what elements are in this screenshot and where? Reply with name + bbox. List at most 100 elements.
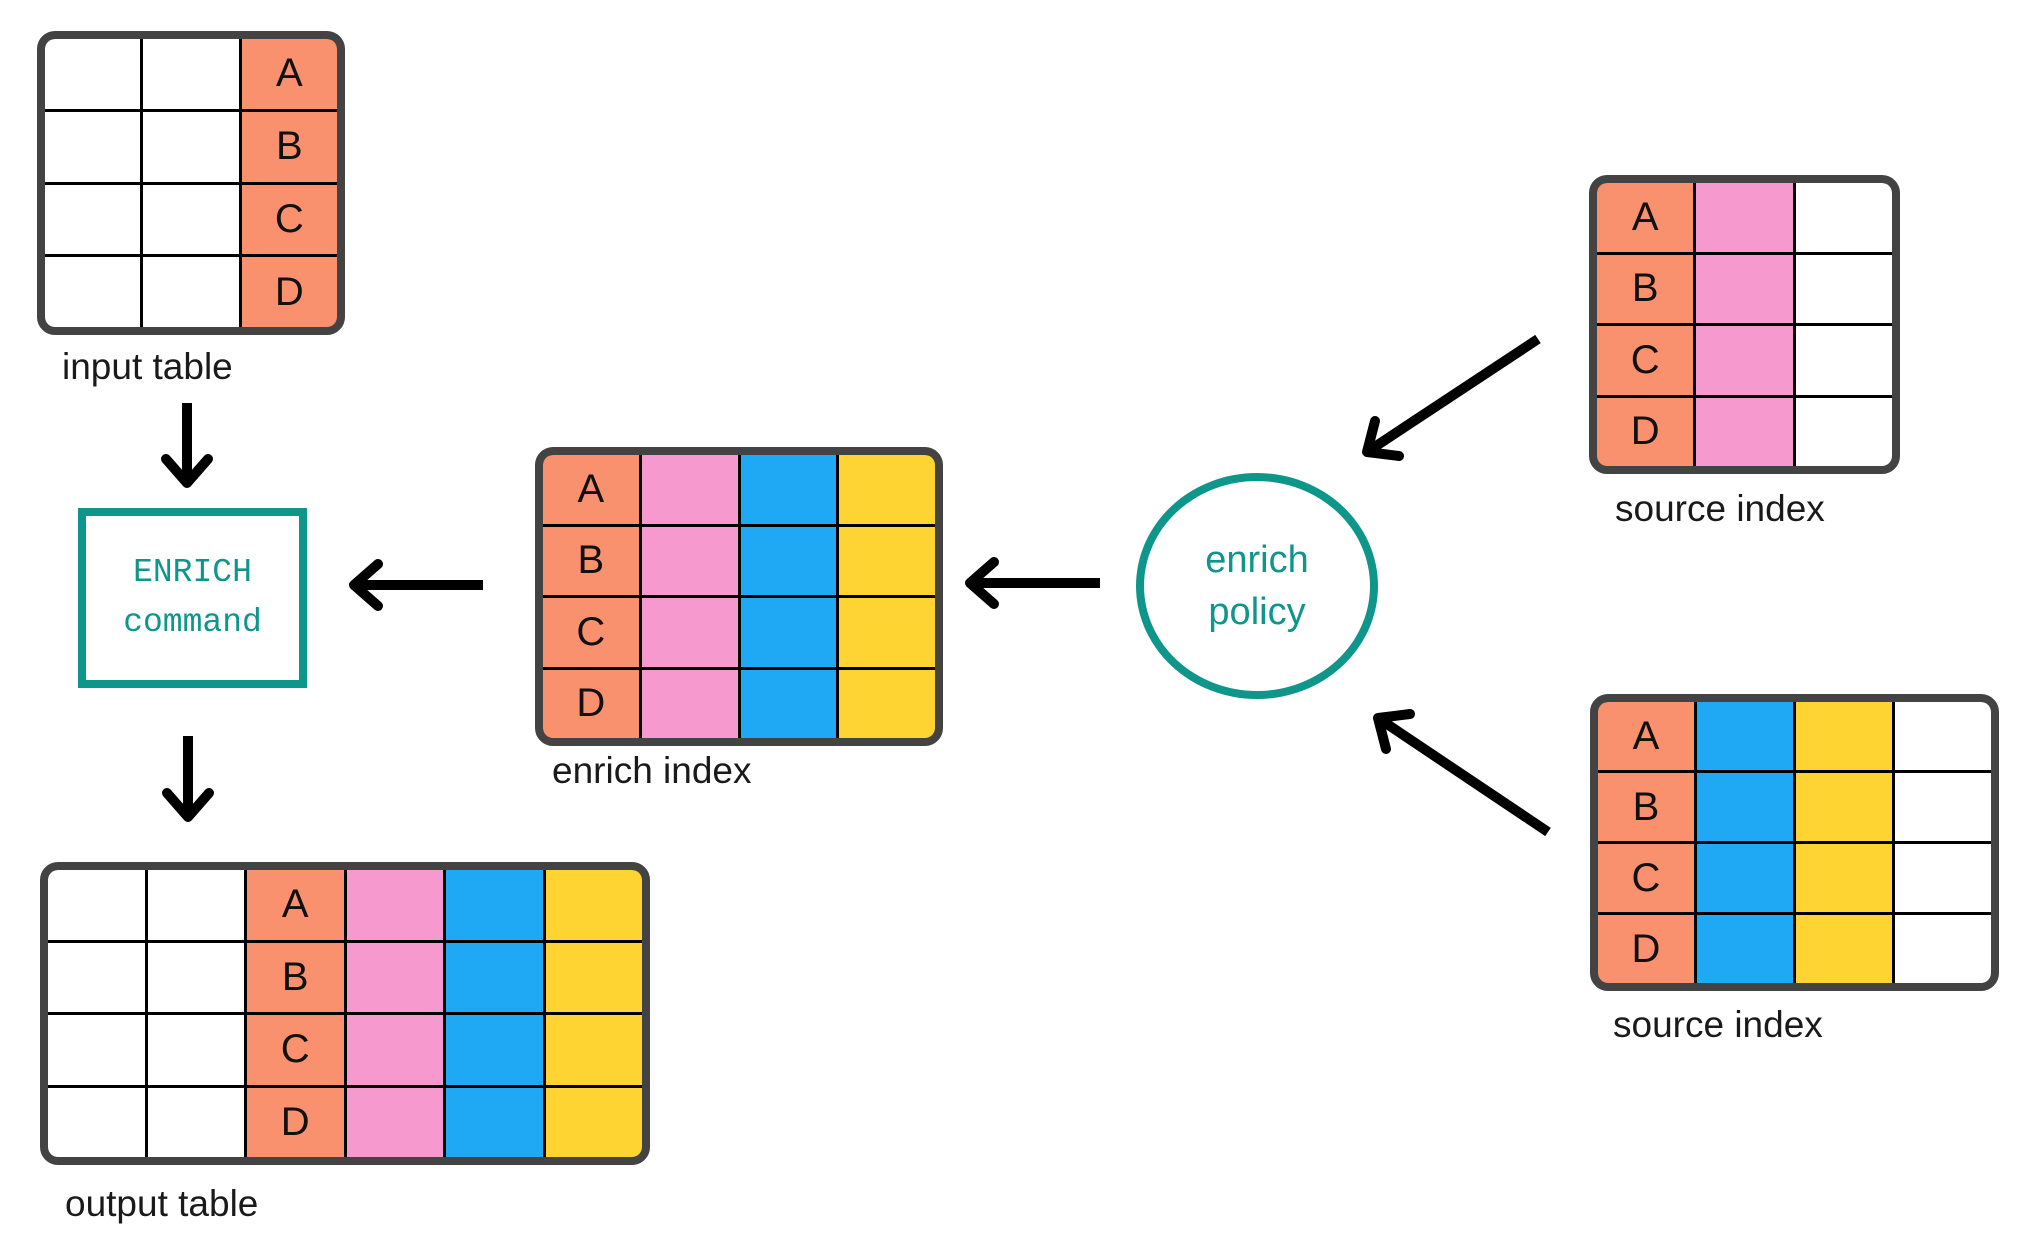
key-cell: A (241, 39, 337, 109)
source-index-top-table: A B C D (1589, 175, 1900, 474)
table-cell (45, 257, 141, 327)
table-cell (1796, 702, 1892, 770)
table-cell (1796, 915, 1892, 983)
output-table: A B C D (40, 862, 650, 1165)
table-cell (147, 1087, 244, 1157)
table-cell (641, 669, 738, 738)
table-cell (641, 526, 738, 595)
table-cell (45, 39, 141, 109)
enrich-index-label: enrich index (552, 750, 752, 791)
arrow-input-to-command (161, 403, 213, 488)
key-cell: D (1597, 397, 1694, 466)
enrich-command-label-line2: command (123, 604, 262, 641)
table-cell (48, 1015, 145, 1085)
key-cell: C (1597, 326, 1694, 395)
enrich-index-table: A B C D (535, 447, 943, 746)
table-cell (641, 455, 738, 524)
table-cell (45, 184, 141, 255)
table-cell (1796, 844, 1892, 912)
key-cell: D (1598, 915, 1694, 983)
arrow-command-to-output (162, 736, 214, 822)
key-cell: C (1598, 844, 1694, 912)
source-index-bottom-table: A B C D (1590, 694, 1999, 991)
table-cell (446, 1015, 543, 1085)
table-cell (1795, 183, 1892, 252)
table-cell (1795, 397, 1892, 466)
key-cell: B (1598, 773, 1694, 841)
table-cell (346, 870, 443, 940)
table-cell (1697, 773, 1793, 841)
table-cell (1795, 326, 1892, 395)
table-cell (48, 870, 145, 940)
key-cell: B (241, 111, 337, 182)
table-cell (839, 455, 935, 524)
source-index-bottom-label: source index (1613, 1004, 1823, 1045)
enrich-command-label-line1: ENRICH (133, 554, 252, 591)
table-cell (1795, 254, 1892, 323)
table-cell (1895, 915, 1991, 983)
table-cell (839, 669, 935, 738)
table-cell (1696, 254, 1793, 323)
input-table: A B C D (37, 31, 345, 335)
table-cell (446, 870, 543, 940)
table-cell (48, 942, 145, 1012)
table-cell (740, 669, 837, 738)
table-cell (545, 1087, 642, 1157)
key-cell: C (247, 1015, 344, 1085)
key-cell: B (247, 942, 344, 1012)
key-cell: D (247, 1087, 344, 1157)
key-cell: A (543, 455, 639, 524)
table-cell (1697, 702, 1793, 770)
enrich-policy-label-line1: enrich (1205, 539, 1309, 581)
enrich-policy-node: enrich policy (1136, 473, 1378, 699)
table-cell (839, 598, 935, 667)
key-cell: C (241, 184, 337, 255)
table-cell (1895, 773, 1991, 841)
table-cell (740, 598, 837, 667)
table-cell (545, 1015, 642, 1085)
key-cell: A (247, 870, 344, 940)
table-cell (147, 1015, 244, 1085)
arrow-policy-to-enrich-index (965, 557, 1100, 609)
input-table-label: input table (62, 346, 233, 387)
table-cell (446, 1087, 543, 1157)
table-cell (446, 942, 543, 1012)
table-cell (48, 1087, 145, 1157)
key-cell: A (1597, 183, 1694, 252)
key-cell: C (543, 598, 639, 667)
table-cell (45, 111, 141, 182)
table-cell (143, 257, 239, 327)
table-cell (1696, 183, 1793, 252)
table-cell (147, 942, 244, 1012)
table-cell (346, 942, 443, 1012)
table-cell (1697, 844, 1793, 912)
table-cell (839, 526, 935, 595)
table-cell (346, 1087, 443, 1157)
table-cell (740, 526, 837, 595)
enrich-policy-label-line2: policy (1208, 591, 1306, 633)
key-cell: A (1598, 702, 1694, 770)
table-cell (1696, 397, 1793, 466)
output-table-label: output table (65, 1183, 259, 1224)
table-cell (545, 870, 642, 940)
table-cell (545, 942, 642, 1012)
table-cell (740, 455, 837, 524)
key-cell: D (543, 669, 639, 738)
table-cell (1895, 702, 1991, 770)
key-cell: B (1597, 254, 1694, 323)
table-cell (346, 1015, 443, 1085)
table-cell (143, 39, 239, 109)
table-cell (1796, 773, 1892, 841)
arrow-enrich-index-to-command (349, 559, 483, 611)
table-cell (143, 111, 239, 182)
key-cell: D (241, 257, 337, 327)
source-index-top-label: source index (1615, 488, 1825, 529)
table-cell (1697, 915, 1793, 983)
table-cell (147, 870, 244, 940)
table-cell (1895, 844, 1991, 912)
arrow-source-top-to-policy (1362, 334, 1541, 461)
enrich-command-node: ENRICH command (78, 508, 307, 688)
table-cell (641, 598, 738, 667)
